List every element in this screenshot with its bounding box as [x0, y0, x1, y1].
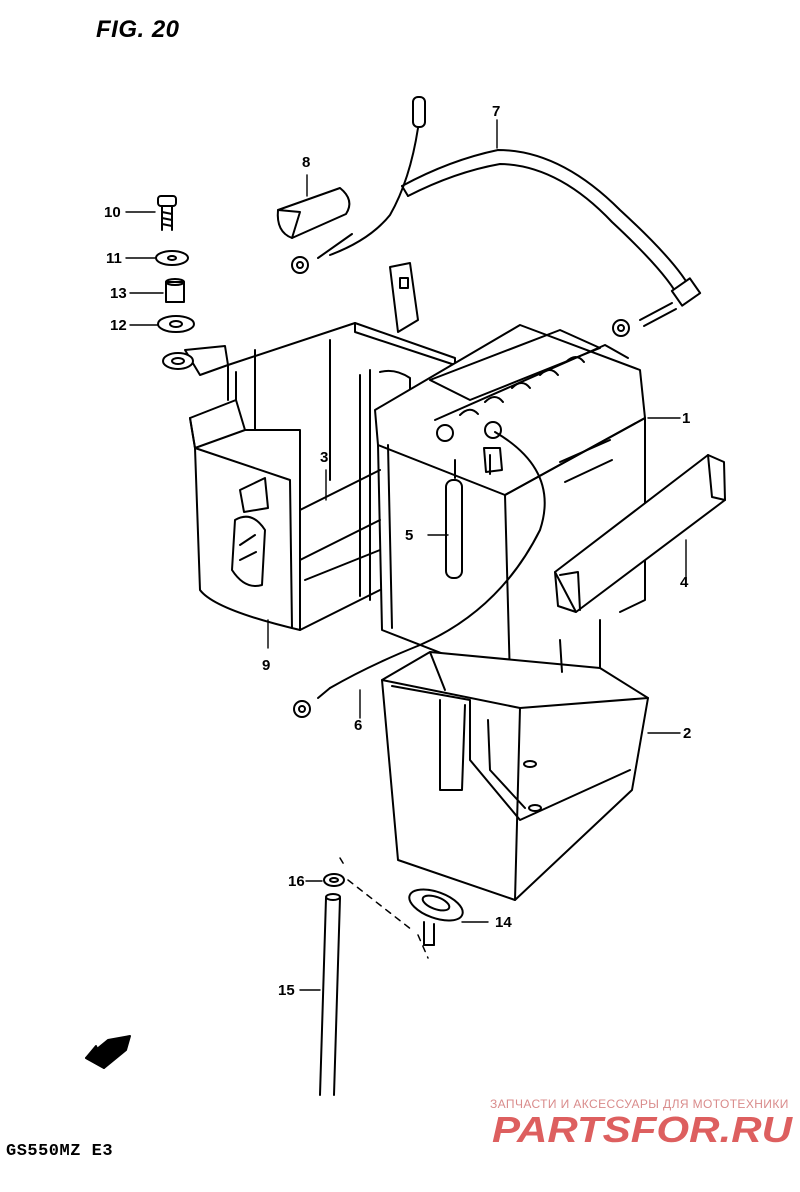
- battery-band-part-4: [554, 454, 726, 613]
- battery-case-part-2: [381, 619, 649, 901]
- callout-7: 7: [492, 103, 501, 120]
- callout-3: 3: [320, 449, 329, 466]
- callout-10: 10: [104, 204, 121, 221]
- assembly-guide-lines: [339, 857, 429, 959]
- model-code: GS550MZ E3: [6, 1142, 114, 1161]
- callout-12: 12: [110, 317, 127, 334]
- figure-title: FIG. 20: [96, 16, 180, 43]
- callout-14: 14: [495, 914, 512, 931]
- terminal-cap-part-8: [276, 187, 351, 239]
- battery-part-1: [374, 324, 646, 681]
- callout-leader-lines: [125, 119, 687, 991]
- drain-hose-part-15: [319, 893, 341, 1096]
- breather-tube-part-5: [445, 479, 463, 579]
- ground-lead-part-6: [293, 431, 546, 718]
- watermark-logo: PARTSFOR.RU: [492, 1109, 793, 1150]
- clamp-part-16: [323, 873, 345, 887]
- watermark-logo-text: PARTSFOR.RU: [492, 1109, 793, 1150]
- callout-16: 16: [288, 873, 305, 890]
- callout-15: 15: [278, 982, 295, 999]
- battery-cable-part-7: [291, 96, 702, 337]
- front-arrow-icon: [85, 1035, 131, 1069]
- washer-part-11: [155, 250, 189, 266]
- callout-8: 8: [302, 154, 311, 171]
- callout-13: 13: [110, 285, 127, 302]
- cushion-part-12: [157, 315, 195, 333]
- bolt-part-10: [157, 195, 177, 231]
- callout-6: 6: [354, 717, 363, 734]
- callout-1: 1: [682, 410, 691, 427]
- battery-holder-part-9: [162, 262, 456, 631]
- callout-4: 4: [680, 574, 689, 591]
- callout-11: 11: [106, 250, 122, 267]
- grommet-part-14: [408, 888, 464, 946]
- callout-2: 2: [683, 725, 692, 742]
- watermark-tagline: ЗАПЧАСТИ И АКСЕССУАРЫ ДЛЯ МОТОТЕХНИКИ: [490, 1097, 789, 1111]
- spacer-part-13: [165, 278, 185, 303]
- callout-9: 9: [262, 657, 271, 674]
- callout-5: 5: [405, 527, 414, 544]
